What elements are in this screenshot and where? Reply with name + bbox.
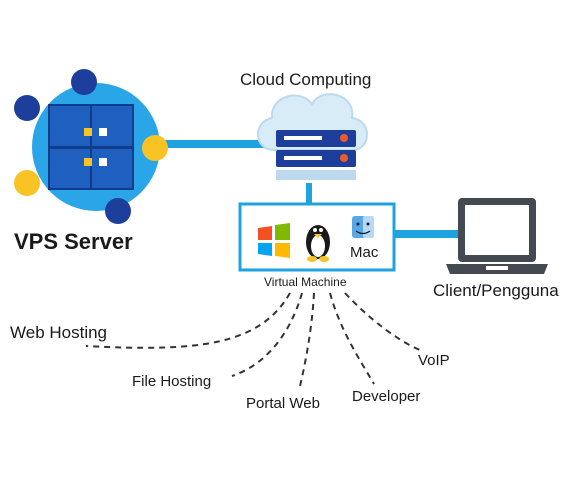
service-portal-web: Portal Web	[246, 395, 320, 412]
orbit-dot-4	[14, 170, 40, 196]
laptop-icon	[446, 198, 548, 274]
tux-beak	[314, 234, 322, 238]
server-led-3	[84, 158, 92, 166]
link-voip	[344, 292, 421, 351]
cloud-server-slot-1	[284, 136, 322, 140]
tux-eye-r	[319, 228, 323, 232]
mac-finder-icon: Mac	[350, 216, 379, 261]
link-developer	[329, 292, 375, 385]
service-file-hosting: File Hosting	[132, 373, 211, 390]
finder-eye-r	[366, 222, 370, 226]
mac-label: Mac	[350, 244, 379, 261]
linux-tux-icon	[306, 225, 330, 262]
orbit-dot-2	[14, 95, 40, 121]
tux-belly	[311, 235, 325, 257]
connector-cloud-vm	[306, 183, 312, 205]
virtual-machine-label: Virtual Machine	[264, 275, 347, 289]
windows-pane-green	[275, 223, 290, 240]
service-voip: VoIP	[418, 352, 450, 369]
orbit-dot-3	[142, 135, 168, 161]
connector-vm-client	[392, 230, 458, 238]
finder-eye-l	[356, 222, 360, 226]
cloud-server-stand	[276, 170, 356, 180]
service-developer: Developer	[352, 388, 420, 405]
cloud-server-slot-2	[284, 156, 322, 160]
laptop-touchpad	[486, 266, 508, 270]
windows-pane-blue	[258, 243, 272, 256]
link-web-hosting	[85, 292, 291, 349]
server-led-4	[99, 158, 107, 166]
server-block-icon	[14, 69, 168, 224]
orbit-dot-1	[71, 69, 97, 95]
connector-server-cloud	[150, 140, 272, 148]
service-web-hosting: Web Hosting	[10, 323, 107, 342]
windows-pane-yellow	[275, 243, 290, 258]
link-portal-web	[299, 292, 315, 387]
cloud-server-led-2	[340, 154, 348, 162]
vps-server-label: VPS Server	[14, 229, 133, 254]
orbit-dot-5	[105, 198, 131, 224]
cloud-server-led-1	[340, 134, 348, 142]
virtual-machine-box: Mac	[238, 202, 396, 272]
server-led-1	[84, 128, 92, 136]
cloud-server-icon	[257, 93, 368, 180]
windows-icon	[258, 223, 290, 258]
laptop-screen	[465, 205, 529, 255]
tux-foot-r	[319, 256, 329, 262]
cloud-label: Cloud Computing	[240, 70, 371, 89]
server-divider	[90, 106, 92, 188]
tux-eye-l	[313, 228, 317, 232]
client-label: Client/Pengguna	[433, 281, 559, 300]
windows-pane-red	[258, 226, 272, 240]
server-led-2	[99, 128, 107, 136]
finder-smile	[355, 230, 371, 235]
tux-foot-l	[307, 256, 317, 262]
finder-face-right	[363, 216, 374, 238]
link-file-hosting	[231, 292, 303, 377]
